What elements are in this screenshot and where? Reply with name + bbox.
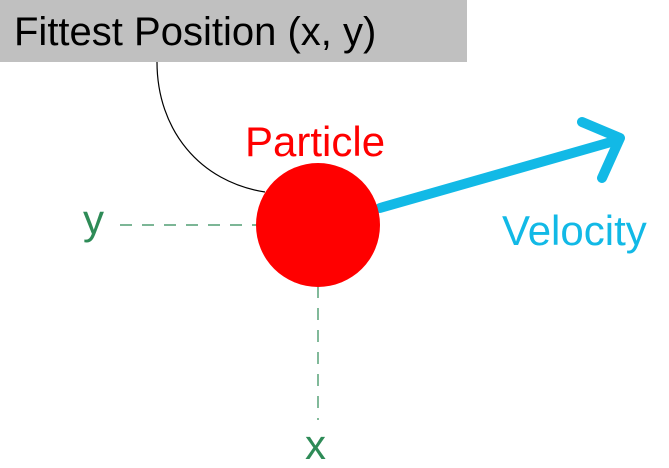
axis-x-label: x [305,421,326,468]
velocity-arrow-head [577,117,625,183]
fittest-position-connector [156,61,266,193]
particle-circle [256,163,380,287]
fittest-position-label: Fittest Position (x, y) [14,10,377,54]
velocity-label: Velocity [502,207,647,254]
velocity-arrow-shaft [375,135,623,213]
fittest-position-box: Fittest Position (x, y) [0,0,467,62]
axis-y-label: y [83,196,104,243]
particle-label: Particle [245,118,386,165]
